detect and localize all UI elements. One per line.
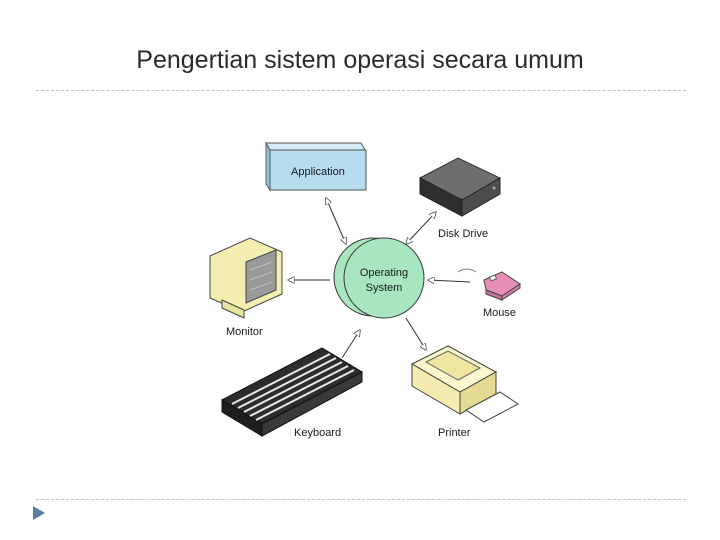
printer-icon bbox=[410, 345, 519, 423]
application-box-icon: Application bbox=[265, 141, 367, 192]
disk-drive-label: Disk Drive bbox=[438, 228, 488, 240]
printer-label: Printer bbox=[438, 427, 471, 439]
operating-system-node: Operating System bbox=[333, 237, 425, 319]
os-label-line2: System bbox=[366, 282, 403, 294]
bottom-divider bbox=[36, 499, 686, 500]
os-label-line1: Operating bbox=[360, 267, 408, 279]
mouse-icon bbox=[457, 268, 521, 301]
monitor-icon bbox=[209, 237, 283, 319]
mouse-label: Mouse bbox=[483, 307, 516, 319]
keyboard-label: Keyboard bbox=[294, 427, 341, 439]
connection-arrows bbox=[288, 198, 471, 359]
keyboard-icon bbox=[220, 347, 364, 437]
next-slide-arrow-icon[interactable] bbox=[33, 506, 45, 520]
top-divider bbox=[36, 90, 686, 91]
page-title: Pengertian sistem operasi secara umum bbox=[136, 46, 584, 74]
disk-drive-icon bbox=[418, 157, 502, 217]
monitor-label: Monitor bbox=[226, 326, 263, 338]
application-label: Application bbox=[291, 166, 345, 178]
